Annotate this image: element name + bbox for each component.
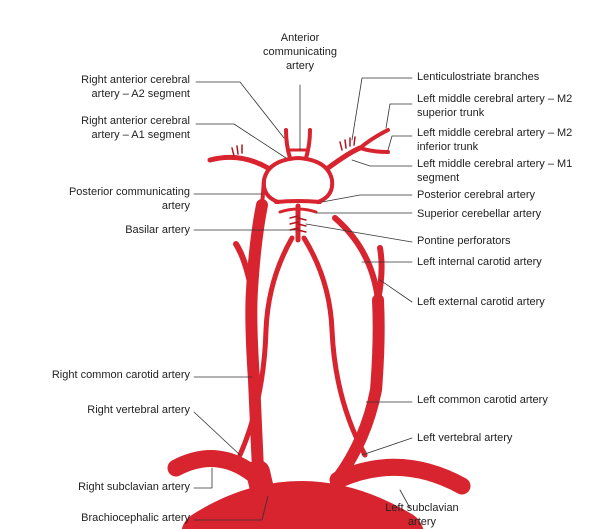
leader-right-aca-a2 xyxy=(195,81,285,139)
leader-left-mca-m2-inferior xyxy=(387,135,413,151)
leader-brachiocephalic xyxy=(193,495,269,521)
left-middle-cerebral-vessel xyxy=(325,145,363,171)
right-middle-cerebral-vessel xyxy=(207,154,271,171)
label-posterior-communicating: Posterior communicating artery xyxy=(68,186,190,212)
label-lenticulostriate: Lenticulostriate branches xyxy=(417,71,540,83)
anterior-cerebral-vessels xyxy=(284,128,312,160)
label-anterior-communicating: Anterior communicating artery xyxy=(263,32,337,72)
leader-pontine-perforators xyxy=(305,223,413,243)
leader-left-subclavian xyxy=(399,489,411,509)
left-mca-m2-inferior-vessel xyxy=(358,146,390,154)
posterior-cerebral-vessel xyxy=(274,199,322,204)
label-right-common-carotid: Right common carotid artery xyxy=(51,369,190,381)
leader-left-vertebral xyxy=(361,437,413,456)
label-basilar: Basilar artery xyxy=(125,224,190,236)
leader-right-aca-a1 xyxy=(195,123,287,159)
right-subclavian-vessel xyxy=(167,450,267,487)
label-right-subclavian: Right subclavian artery xyxy=(78,481,190,493)
brachiocephalic-vessel xyxy=(246,460,280,524)
label-superior-cerebellar: Superior cerebellar artery xyxy=(417,208,542,220)
left-internal-carotid-vessel xyxy=(332,215,381,303)
pontine-perforators-vessels xyxy=(289,215,307,233)
posterior-communicating-vessel xyxy=(260,178,266,208)
superior-cerebellar-vessel xyxy=(278,207,318,214)
label-right-vertebral: Right vertebral artery xyxy=(87,404,190,416)
left-mca-m2-superior-vessel xyxy=(358,128,390,150)
left-external-carotid-vessel xyxy=(375,245,385,303)
leader-right-vertebral xyxy=(193,411,241,456)
leader-left-mca-m2-superior xyxy=(385,103,413,129)
label-left-common-carotid: Left common carotid artery xyxy=(417,394,548,406)
label-pontine-perforators: Pontine perforators xyxy=(417,235,511,247)
leader-right-subclavian xyxy=(193,467,213,489)
leader-left-external-carotid xyxy=(379,279,413,303)
leader-lenticulostriate xyxy=(351,77,413,141)
left-subclavian-vessel xyxy=(329,458,471,495)
label-left-mca-m2-superior: Left middle cerebral artery – M2 superio… xyxy=(417,93,573,119)
left-common-carotid-vessel xyxy=(332,294,385,484)
right-vertebral-vessel xyxy=(237,235,295,458)
label-right-aca-a2: Right anterior cerebral artery – A2 segm… xyxy=(81,74,190,100)
label-posterior-cerebral: Posterior cerebral artery xyxy=(417,189,535,201)
right-external-carotid-vessel xyxy=(233,241,255,295)
label-brachiocephalic: Brachiocephalic artery xyxy=(81,512,190,524)
label-left-external-carotid: Left external carotid artery xyxy=(417,296,545,308)
label-left-internal-carotid: Left internal carotid artery xyxy=(417,256,542,268)
aortic-arch xyxy=(181,481,424,529)
leader-left-mca-m1 xyxy=(351,159,413,167)
leader-posterior-cerebral xyxy=(321,194,413,203)
right-common-carotid-vessel xyxy=(245,199,268,476)
label-left-mca-m2-inferior: Left middle cerebral artery – M2 inferio… xyxy=(417,127,573,153)
label-right-aca-a1: Right anterior cerebral artery – A1 segm… xyxy=(81,115,190,141)
lenticulostriate-vessels xyxy=(231,136,356,157)
circle-of-willis xyxy=(261,156,335,204)
label-left-subclavian: Left subclavian artery xyxy=(385,502,459,528)
label-left-mca-m1: Left middle cerebral artery – M1 segment xyxy=(417,158,573,184)
left-vertebral-vessel xyxy=(301,235,368,458)
label-left-vertebral: Left vertebral artery xyxy=(417,432,513,444)
